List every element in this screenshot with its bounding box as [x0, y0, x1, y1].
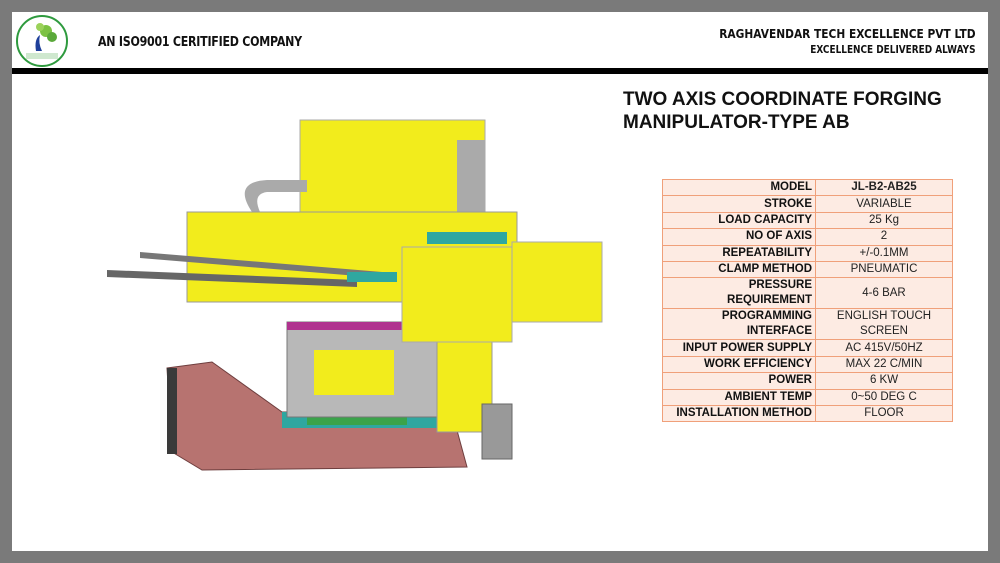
spec-label: CLAMP METHOD — [662, 260, 816, 279]
spec-value: JL-B2-AB25 — [815, 178, 953, 197]
spec-value: PNEUMATIC — [815, 260, 953, 279]
spec-value: 25 Kg — [815, 211, 953, 230]
spec-value: VARIABLE — [815, 195, 953, 213]
spec-label: PROGRAMMING INTERFACE — [662, 308, 816, 341]
spec-label: STROKE — [662, 195, 816, 213]
page-title: TWO AXIS COORDINATE FORGING MANIPULATOR-… — [623, 88, 942, 134]
company-name: RAGHAVENDAR TECH EXCELLENCE PVT LTD — [719, 26, 976, 41]
spec-label: NO OF AXIS — [662, 228, 816, 246]
spec-value: +/-0.1MM — [815, 244, 953, 262]
spec-value: AC 415V/50HZ — [815, 339, 953, 357]
company-block: RAGHAVENDAR TECH EXCELLENCE PVT LTD EXCE… — [674, 26, 976, 56]
company-logo — [16, 15, 68, 67]
spec-value: MAX 22 C/MIN — [815, 355, 953, 374]
spec-value: 4-6 BAR — [815, 277, 953, 310]
spec-label: LOAD CAPACITY — [662, 211, 816, 230]
spec-value: FLOOR — [815, 404, 953, 423]
spec-label: MODEL — [662, 178, 816, 197]
title-line-2: MANIPULATOR-TYPE AB — [623, 112, 850, 133]
spec-label: PRESSURE REQUIREMENT — [662, 277, 816, 310]
spec-row: REPEATABILITY+/-0.1MM — [662, 244, 953, 262]
manipulator-illustration — [107, 119, 603, 471]
spec-value: 2 — [815, 228, 953, 246]
spec-label: AMBIENT TEMP — [662, 388, 816, 406]
slide: AN ISO9001 CERITIFIED COMPANY RAGHAVENDA… — [12, 12, 988, 551]
spec-label: WORK EFFICIENCY — [662, 355, 816, 374]
spec-value: ENGLISH TOUCH SCREEN — [815, 308, 953, 341]
header-divider — [12, 68, 988, 74]
company-tagline: EXCELLENCE DELIVERED ALWAYS — [810, 44, 976, 56]
title-line-1: TWO AXIS COORDINATE FORGING — [623, 89, 942, 110]
certification-text: AN ISO9001 CERITIFIED COMPANY — [98, 35, 302, 50]
spec-label: REPEATABILITY — [662, 244, 816, 262]
spec-value: 0~50 DEG C — [815, 388, 953, 406]
spec-label: INPUT POWER SUPPLY — [662, 339, 816, 357]
spec-label: INSTALLATION METHOD — [662, 404, 816, 423]
spec-value: 6 KW — [815, 372, 953, 390]
spec-label: POWER — [662, 372, 816, 390]
